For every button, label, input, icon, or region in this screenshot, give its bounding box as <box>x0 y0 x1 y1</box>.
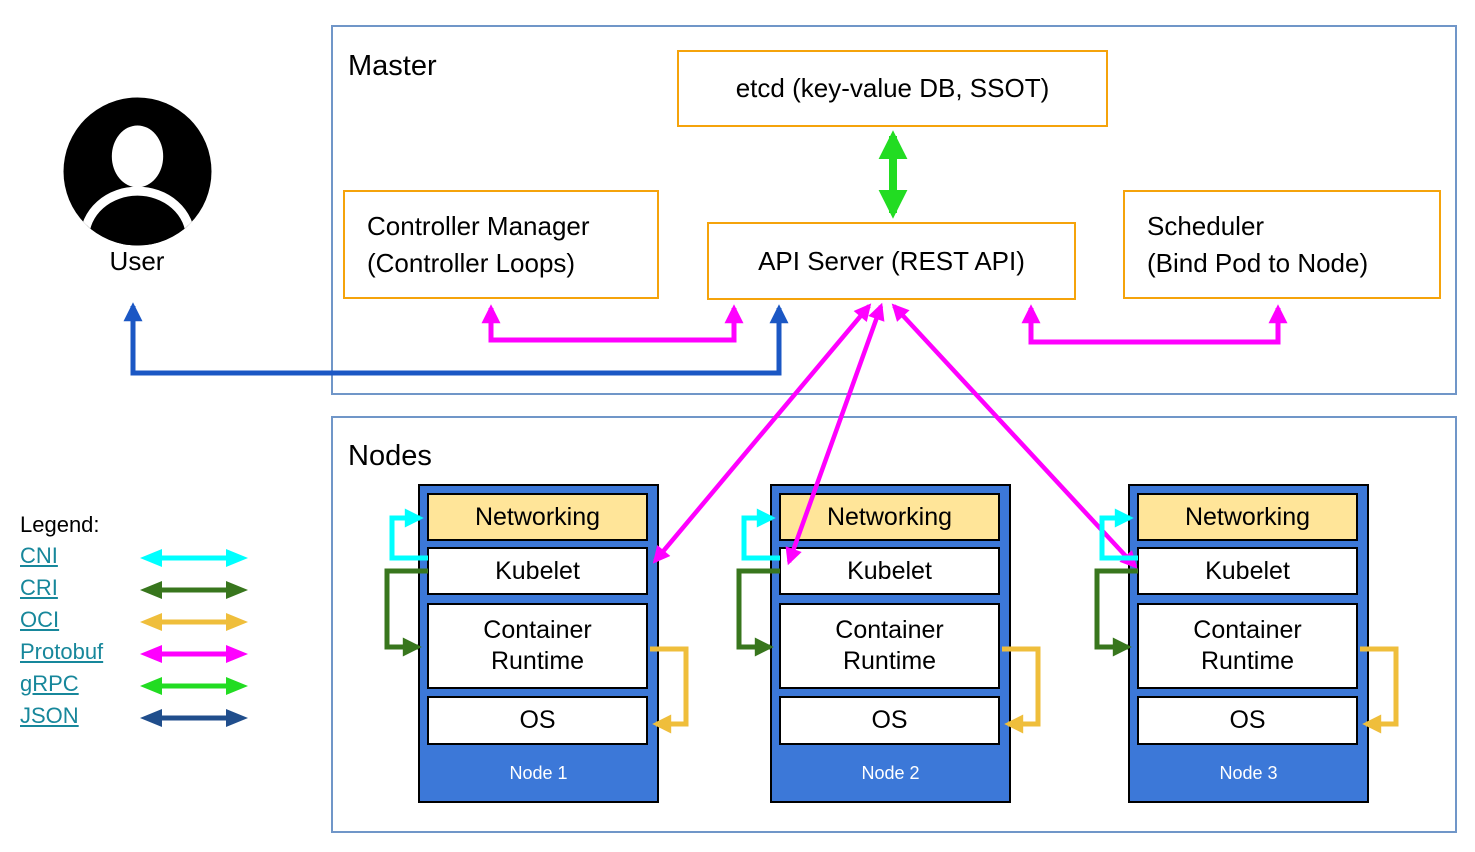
node-1-networking-box: Networking <box>427 493 648 541</box>
node-1-container-runtime-box: Container Runtime <box>427 603 648 689</box>
user-label: User <box>109 246 165 276</box>
controller-manager-label-line2: (Controller Loops) <box>367 247 576 278</box>
node-2-kubelet-box: Kubelet <box>779 547 1000 595</box>
node-1-label: Node 1 <box>509 763 568 783</box>
scheduler-box: Scheduler (Bind Pod to Node) <box>1123 190 1441 299</box>
controller-manager-label-line1: Controller Manager <box>367 210 590 241</box>
legend-link-json[interactable]: JSON <box>20 703 79 728</box>
oci-legend-arrow-icon <box>140 613 248 631</box>
nodes-section-title: Nodes <box>348 440 432 472</box>
node-3-container-runtime-box: Container Runtime <box>1137 603 1358 689</box>
os-label: OS <box>519 706 556 734</box>
scheduler-label-line1: Scheduler <box>1147 210 1265 241</box>
node-2-box: Networking Kubelet Container Runtime OS … <box>770 484 1011 803</box>
node-2-container-runtime-box: Container Runtime <box>779 603 1000 689</box>
os-label: OS <box>871 706 908 734</box>
node-1-os-box: OS <box>427 696 648 745</box>
kubelet-label: Kubelet <box>495 556 580 585</box>
legend-title: Legend: <box>20 512 100 537</box>
etcd-label: etcd (key-value DB, SSOT) <box>735 73 1050 103</box>
user-icon <box>63 97 212 246</box>
cri-legend-arrow-icon <box>140 581 248 599</box>
networking-label: Networking <box>474 502 601 531</box>
api-server-label: API Server (REST API) <box>758 245 1025 276</box>
legend-link-oci[interactable]: OCI <box>20 607 60 632</box>
node-3-networking-box: Networking <box>1137 493 1358 541</box>
node-3-box: Networking Kubelet Container Runtime OS … <box>1128 484 1369 803</box>
node-2-label: Node 2 <box>861 763 920 783</box>
legend-link-grpc[interactable]: gRPC <box>20 671 79 696</box>
container-runtime-label: Container Runtime <box>1193 616 1302 675</box>
networking-label: Networking <box>1184 502 1311 531</box>
node-3-os-box: OS <box>1137 696 1358 745</box>
master-section-title: Master <box>348 50 437 82</box>
grpc-legend-arrow-icon <box>140 677 248 695</box>
node-3-kubelet-box: Kubelet <box>1137 547 1358 595</box>
scheduler-label-line2: (Bind Pod to Node) <box>1147 247 1369 278</box>
json-legend-arrow-icon <box>140 709 248 727</box>
controller-manager-box: Controller Manager (Controller Loops) <box>343 190 659 299</box>
kubelet-label: Kubelet <box>847 556 932 585</box>
container-runtime-label: Container Runtime <box>483 616 592 675</box>
legend-link-cni[interactable]: CNI <box>20 543 58 568</box>
networking-label: Networking <box>826 502 953 531</box>
protobuf-legend-arrow-icon <box>140 645 248 663</box>
node-1-kubelet-box: Kubelet <box>427 547 648 595</box>
node-1-box: Networking Kubelet Container Runtime OS … <box>418 484 659 803</box>
api-server-box: API Server (REST API) <box>707 222 1076 300</box>
legend-link-cri[interactable]: CRI <box>20 575 58 600</box>
kubelet-label: Kubelet <box>1205 556 1290 585</box>
node-2-networking-box: Networking <box>779 493 1000 541</box>
node-2-os-box: OS <box>779 696 1000 745</box>
cni-legend-arrow-icon <box>140 549 248 567</box>
node-3-label: Node 3 <box>1219 763 1278 783</box>
os-label: OS <box>1229 706 1266 734</box>
etcd-box: etcd (key-value DB, SSOT) <box>677 50 1108 127</box>
legend-link-protobuf[interactable]: Protobuf <box>20 639 104 664</box>
container-runtime-label: Container Runtime <box>835 616 944 675</box>
